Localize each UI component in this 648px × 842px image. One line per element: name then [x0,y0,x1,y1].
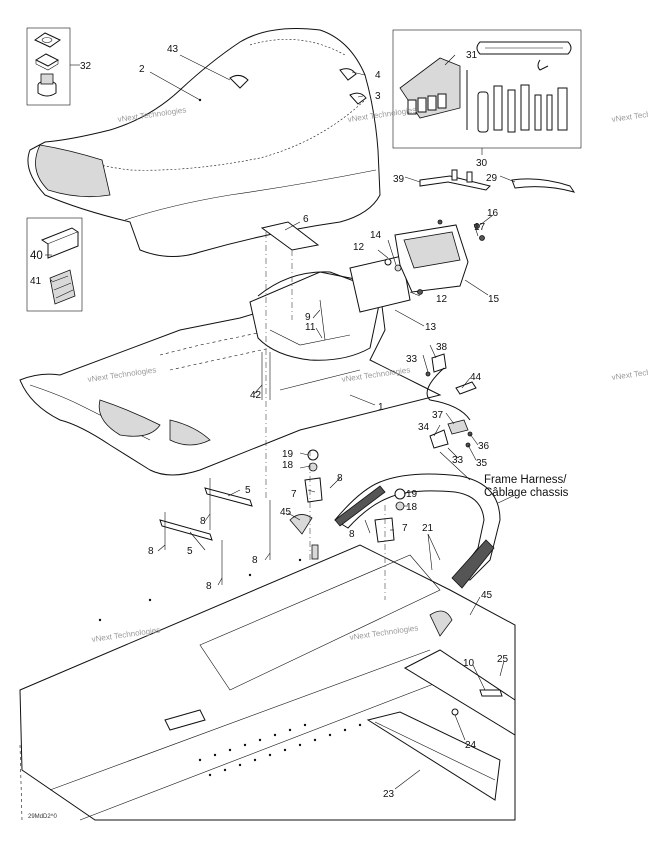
callout-8-left: 8 [148,546,154,557]
tool-29 [511,178,576,193]
callout-45-right: 45 [481,590,493,601]
callout-7-left: 7 [291,489,297,500]
callout-8-right: 8 [337,473,343,484]
cross-members-5 [159,478,271,585]
callout-5-top: 5 [245,485,251,496]
callout-12-top: 12 [353,242,365,253]
bracket-39 [419,169,491,191]
frame-harness-label: Frame Harness/ Câblage chassis [484,474,569,499]
small-hardware [319,219,485,341]
callout-18-left: 18 [282,460,294,471]
callout-36: 36 [478,441,490,452]
callout-29: 29 [486,173,498,184]
callout-33-bottom: 33 [452,455,464,466]
tail-light-housing [349,224,469,313]
callout-2: 2 [139,64,145,75]
callout-38: 38 [436,342,448,353]
snow-flap [366,610,516,801]
callout-25: 25 [497,654,509,665]
callout-43: 43 [167,44,179,55]
callout-34: 34 [418,422,430,433]
callout-1: 1 [378,402,384,413]
callout-8-bottom: 8 [206,581,212,592]
callout-12-bottom: 12 [436,294,448,305]
watermark: vNext Technologies [611,105,648,124]
callout-5-bottom: 5 [187,546,193,557]
callout-8-lower: 8 [252,555,258,566]
callout-13: 13 [425,322,437,333]
bracket-6 [260,221,320,251]
callout-11: 11 [305,322,316,333]
callout-42: 42 [250,390,262,401]
callout-15: 15 [488,294,500,305]
callout-21: 21 [422,523,434,534]
rear-bumper [334,473,501,589]
callout-35: 35 [476,458,488,469]
callout-19-right: 19 [406,489,418,500]
callout-31: 31 [466,50,478,61]
callout-39: 39 [393,174,405,185]
callout-33-top: 33 [406,354,418,365]
callout-24: 24 [465,740,477,751]
callout-45-left: 45 [280,507,292,518]
callout-32: 32 [80,61,92,72]
callout-40: 40 [30,250,43,262]
fasteners [261,352,406,607]
callout-19-left: 19 [282,449,294,460]
toolkit-box [392,29,582,155]
tunnel [19,544,516,821]
connector-harness [425,353,477,449]
alignment-lines [265,232,386,600]
callout-44: 44 [470,372,482,383]
callout-23: 23 [383,789,395,800]
seat [27,28,381,257]
harness-label-line2: Câblage chassis [484,487,569,499]
callout-6: 6 [303,214,309,225]
inset-box-40-41 [26,217,83,312]
callout-9: 9 [305,312,311,323]
callout-17: 17 [474,222,486,233]
leader-lines [45,54,516,790]
callout-7-right: 7 [402,523,408,534]
callout-8-mid: 8 [200,516,206,527]
watermark: vNext Technologies [611,363,648,382]
callout-14: 14 [370,230,382,241]
callout-16: 16 [487,208,499,219]
callout-10: 10 [463,658,475,669]
drawing-code: 29MdD2^0 [28,814,57,820]
callout-41: 41 [30,276,42,287]
callout-8-center: 8 [349,529,355,540]
callout-18-right: 18 [406,502,418,513]
callout-37: 37 [432,410,444,421]
callout-30: 30 [476,158,488,169]
harness-label-line1: Frame Harness/ [484,474,567,486]
inset-box-32 [26,27,80,106]
callout-4: 4 [375,70,381,81]
callout-labels: 43 2 4 3 32 31 30 39 29 6 14 12 16 17 15… [30,44,509,800]
callout-3: 3 [375,91,381,102]
